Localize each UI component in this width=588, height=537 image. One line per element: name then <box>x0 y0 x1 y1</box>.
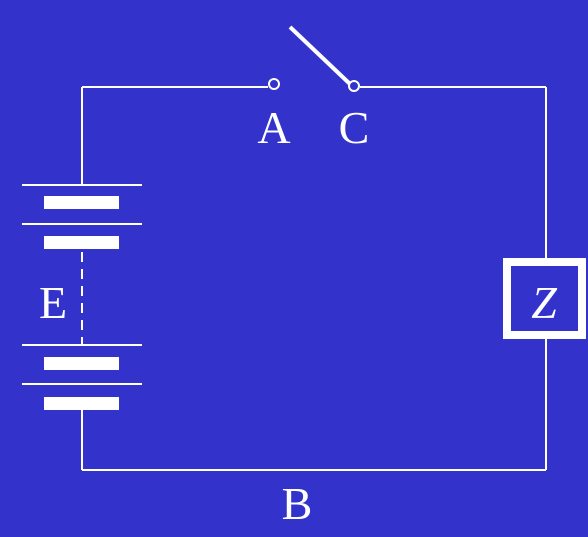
switch-blade <box>288 25 352 86</box>
battery-plate-short-4 <box>44 397 119 410</box>
battery-upper-cells <box>22 184 142 249</box>
battery-plate-short-3 <box>44 357 119 370</box>
label-e: E <box>39 277 67 328</box>
battery-plate-short-1 <box>44 196 119 209</box>
terminal-c <box>348 80 360 92</box>
terminal-a <box>268 78 280 90</box>
battery-plate-short-2 <box>44 236 119 249</box>
label-c: C <box>339 102 370 153</box>
impedance-box <box>503 258 586 339</box>
label-b: B <box>282 478 313 529</box>
label-a: A <box>257 102 290 153</box>
label-z: Z <box>531 277 557 328</box>
battery-lower-cells <box>22 344 142 410</box>
